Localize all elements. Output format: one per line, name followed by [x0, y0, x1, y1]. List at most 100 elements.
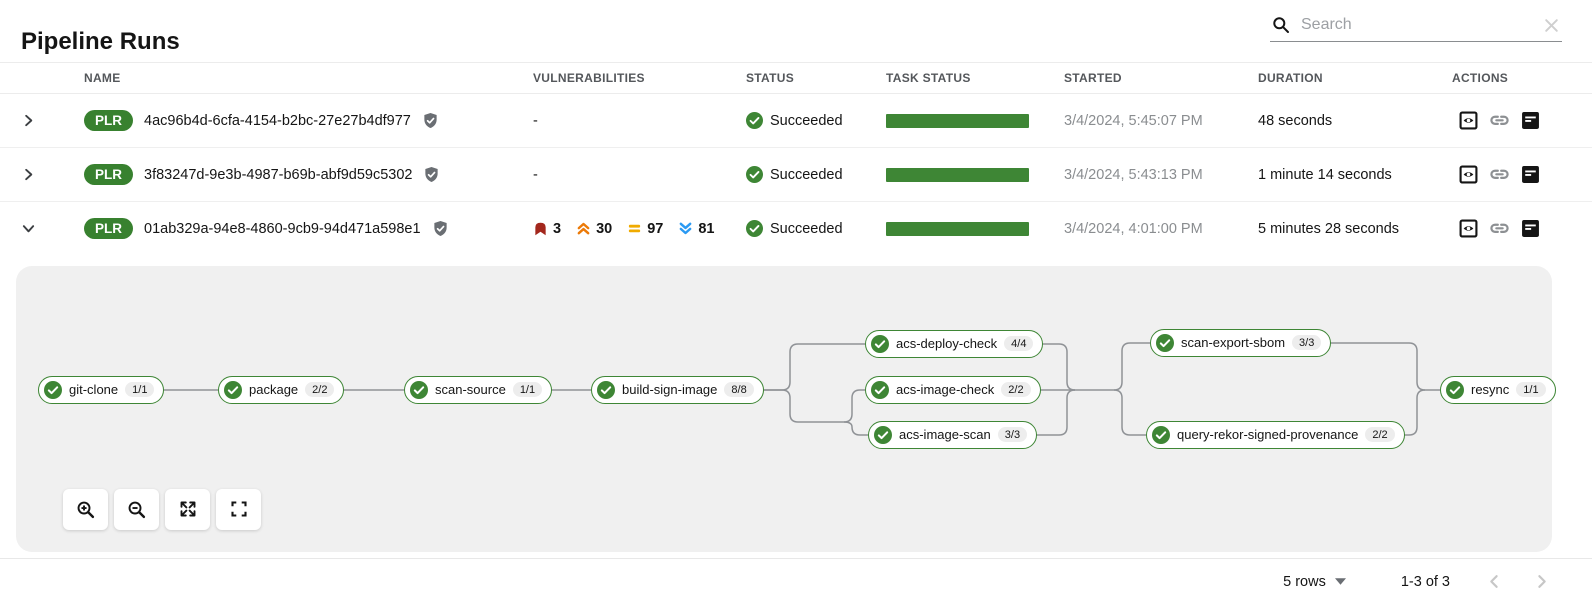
task-node-query-rekor-signed-provenance[interactable]: query-rekor-signed-provenance 2/2	[1146, 420, 1405, 449]
task-node-acs-image-check[interactable]: acs-image-check 2/2	[865, 375, 1041, 404]
task-status-bar	[886, 113, 1029, 128]
clear-search-button[interactable]	[1543, 17, 1560, 34]
task-node-acs-image-scan[interactable]: acs-image-scan 3/3	[868, 420, 1038, 449]
view-logs-button[interactable]	[1521, 111, 1540, 130]
task-step-count: 4/4	[1004, 336, 1034, 351]
expand-row-button[interactable]	[0, 113, 36, 128]
collapse-row-button[interactable]	[0, 221, 36, 236]
status-label: Succeeded	[770, 166, 843, 183]
task-label: package	[249, 382, 299, 397]
column-header-name: NAME	[62, 62, 533, 94]
column-header-task-status: TASK STATUS	[886, 62, 1064, 94]
task-step-count: 2/2	[305, 382, 335, 397]
zoom-out-button[interactable]	[114, 488, 159, 530]
started-timestamp: 3/4/2024, 5:45:07 PM	[1064, 112, 1203, 129]
table-row: PLR 3f83247d-9e3b-4987-b69b-abf9d59c5302…	[0, 147, 1592, 202]
previous-page-button[interactable]	[1486, 573, 1503, 590]
task-node-build-sign-image[interactable]: build-sign-image 8/8	[591, 375, 764, 404]
task-node-git-clone[interactable]: git-clone 1/1	[38, 375, 165, 404]
copy-link-button[interactable]	[1489, 218, 1510, 239]
medium-count: 97	[647, 220, 664, 237]
expanded-pipeline-row: git-clone 1/1 package 2/2 scan-source 1/…	[0, 255, 1592, 559]
copy-link-button[interactable]	[1489, 164, 1510, 185]
fit-to-screen-button[interactable]	[165, 488, 210, 530]
chain-link-icon	[1489, 110, 1510, 131]
check-circle-icon	[44, 380, 62, 399]
task-label: acs-image-check	[896, 382, 995, 397]
low-count: 81	[698, 220, 715, 237]
fullscreen-button[interactable]	[216, 488, 261, 530]
task-label: acs-image-scan	[899, 427, 991, 442]
search-box[interactable]	[1270, 12, 1562, 42]
chain-link-icon	[1489, 164, 1510, 185]
pipeline-visualization: git-clone 1/1 package 2/2 scan-source 1/…	[16, 265, 1556, 552]
zoom-out-icon	[127, 500, 146, 519]
column-header-duration: DURATION	[1258, 62, 1452, 94]
fit-to-screen-icon	[179, 500, 197, 518]
check-circle-icon	[746, 112, 763, 129]
shield-check-icon	[432, 220, 449, 238]
task-step-count: 1/1	[512, 382, 543, 397]
column-header-vulnerabilities: VULNERABILITIES	[533, 62, 746, 94]
column-header-started: STARTED	[1064, 62, 1258, 94]
search-input[interactable]	[1299, 15, 1534, 35]
check-circle-icon	[1152, 425, 1170, 444]
vulnerabilities-empty: -	[533, 166, 538, 183]
chevron-left-icon	[1486, 573, 1503, 590]
check-circle-icon	[871, 380, 889, 399]
check-circle-icon	[1156, 333, 1174, 352]
vulnerabilities-empty: -	[533, 112, 538, 129]
check-circle-icon	[874, 425, 892, 444]
pipeline-runs-table: NAME VULNERABILITIES STATUS TASK STATUS …	[0, 62, 1592, 559]
started-timestamp: 3/4/2024, 4:01:00 PM	[1064, 220, 1203, 237]
task-node-resync[interactable]: resync 1/1	[1440, 375, 1556, 404]
eye-square-icon	[1459, 111, 1478, 130]
task-label: acs-deploy-check	[896, 336, 998, 351]
plr-badge: PLR	[84, 110, 133, 131]
vulnerabilities-summary: 3 30 97	[533, 221, 746, 237]
task-label: build-sign-image	[622, 382, 718, 397]
task-step-count: 2/2	[1365, 427, 1395, 442]
graph-controls	[63, 488, 261, 530]
caret-down-icon	[1334, 578, 1346, 585]
view-output-button[interactable]	[1459, 219, 1478, 238]
task-node-scan-source[interactable]: scan-source 1/1	[404, 375, 553, 404]
pipeline-run-name[interactable]: 01ab329a-94e8-4860-9cb9-94d471a598e1	[144, 220, 421, 237]
duration-value: 48 seconds	[1258, 112, 1333, 129]
check-circle-icon	[410, 380, 428, 399]
task-step-count: 8/8	[724, 382, 754, 397]
rows-per-page-select[interactable]: 5 rows	[1277, 573, 1352, 591]
shield-check-icon	[423, 166, 440, 183]
pipeline-run-name[interactable]: 4ac96b4d-6cfa-4154-b2bc-27e27b4df977	[144, 112, 411, 129]
task-step-count: 2/2	[1001, 382, 1031, 397]
column-header-status: STATUS	[746, 62, 886, 94]
check-circle-icon	[1446, 380, 1464, 399]
view-output-button[interactable]	[1459, 165, 1478, 184]
check-circle-icon	[597, 380, 615, 399]
task-node-scan-export-sbom[interactable]: scan-export-sbom 3/3	[1150, 328, 1332, 357]
shield-check-icon	[422, 112, 439, 129]
logs-square-icon	[1521, 219, 1540, 238]
task-step-count: 3/3	[1292, 335, 1322, 350]
task-node-acs-deploy-check[interactable]: acs-deploy-check 4/4	[865, 329, 1044, 358]
expand-row-button[interactable]	[0, 167, 36, 182]
search-icon	[1272, 16, 1290, 34]
column-header-actions: ACTIONS	[1452, 62, 1592, 94]
high-count: 30	[596, 220, 613, 237]
view-logs-button[interactable]	[1521, 165, 1540, 184]
table-footer: 5 rows 1-3 of 3	[0, 559, 1592, 605]
zoom-in-icon	[76, 500, 95, 519]
plr-badge: PLR	[84, 218, 133, 240]
pipeline-run-name[interactable]: 3f83247d-9e3b-4987-b69b-abf9d59c5302	[144, 166, 413, 183]
task-label: scan-export-sbom	[1181, 335, 1286, 350]
zoom-in-button[interactable]	[63, 488, 108, 530]
copy-link-button[interactable]	[1489, 110, 1510, 131]
view-logs-button[interactable]	[1521, 219, 1540, 238]
table-row: PLR 4ac96b4d-6cfa-4154-b2bc-27e27b4df977…	[0, 93, 1592, 148]
rows-per-page-label: 5 rows	[1283, 573, 1326, 590]
duration-value: 1 minute 14 seconds	[1258, 166, 1392, 183]
next-page-button[interactable]	[1533, 573, 1550, 590]
task-node-package[interactable]: package 2/2	[218, 375, 345, 404]
eye-square-icon	[1459, 219, 1478, 238]
view-output-button[interactable]	[1459, 111, 1478, 130]
